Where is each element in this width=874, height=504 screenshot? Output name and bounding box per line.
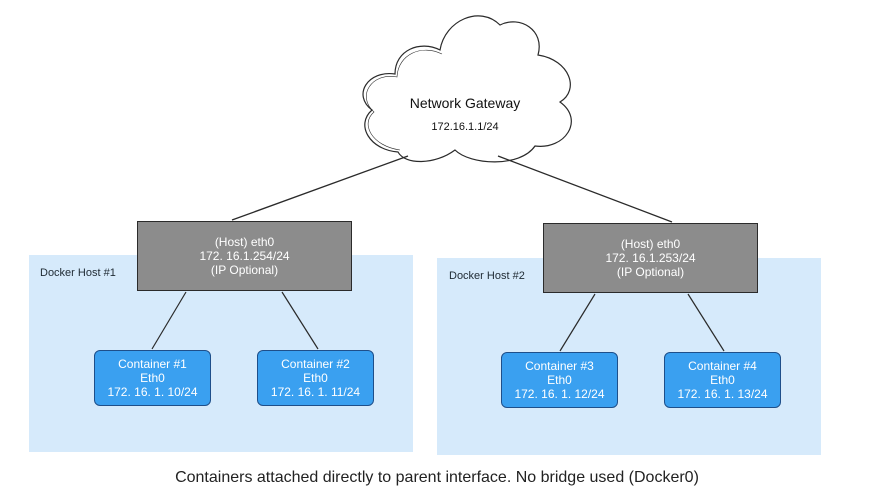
host-2-eth0-name: (Host) eth0 (620, 237, 681, 251)
gateway-cloud (362, 15, 572, 163)
host-2-eth0-note: (IP Optional) (616, 265, 685, 279)
container-1-name: Container #1 (118, 357, 187, 371)
docker-host-1-label: Docker Host #1 (40, 267, 116, 279)
link-h2-c4 (687, 293, 725, 352)
gateway-ip: 172.16.1.1/24 (431, 121, 499, 133)
link-h1-c2 (281, 291, 319, 350)
container-1-iface: Eth0 (140, 371, 165, 385)
host-2-eth0-ip: 172. 16.1.253/24 (605, 251, 696, 265)
container-2-ip: 172. 16. 1. 11/24 (270, 385, 361, 399)
container-3: Container #3 Eth0 172. 16. 1. 12/24 (501, 352, 618, 408)
host-1-eth0-note: (IP Optional) (210, 263, 279, 277)
container-3-ip: 172. 16. 1. 12/24 (514, 387, 605, 401)
link-h2-c3 (559, 293, 596, 352)
container-1-ip: 172. 16. 1. 10/24 (107, 385, 198, 399)
link-gw-host1 (231, 155, 409, 221)
container-2: Container #2 Eth0 172. 16. 1. 11/24 (257, 350, 374, 406)
container-3-iface: Eth0 (547, 373, 572, 387)
diagram-caption: Containers attached directly to parent i… (175, 469, 699, 486)
container-4-ip: 172. 16. 1. 13/24 (677, 387, 768, 401)
link-h1-c1 (151, 291, 187, 350)
container-2-name: Container #2 (281, 357, 350, 371)
container-4-name: Container #4 (688, 359, 757, 373)
container-3-name: Container #3 (525, 359, 594, 373)
container-4: Container #4 Eth0 172. 16. 1. 13/24 (664, 352, 781, 408)
host-1-eth0: (Host) eth0 172. 16.1.254/24 (IP Optiona… (137, 221, 352, 291)
host-1-eth0-ip: 172. 16.1.254/24 (199, 249, 290, 263)
container-4-iface: Eth0 (710, 373, 735, 387)
container-2-iface: Eth0 (303, 371, 328, 385)
host-1-eth0-name: (Host) eth0 (214, 235, 275, 249)
container-1: Container #1 Eth0 172. 16. 1. 10/24 (94, 350, 211, 406)
host-2-eth0: (Host) eth0 172. 16.1.253/24 (IP Optiona… (543, 223, 758, 293)
docker-host-2-label: Docker Host #2 (449, 270, 525, 282)
link-gw-host2 (497, 155, 673, 223)
gateway-title: Network Gateway (409, 95, 521, 111)
